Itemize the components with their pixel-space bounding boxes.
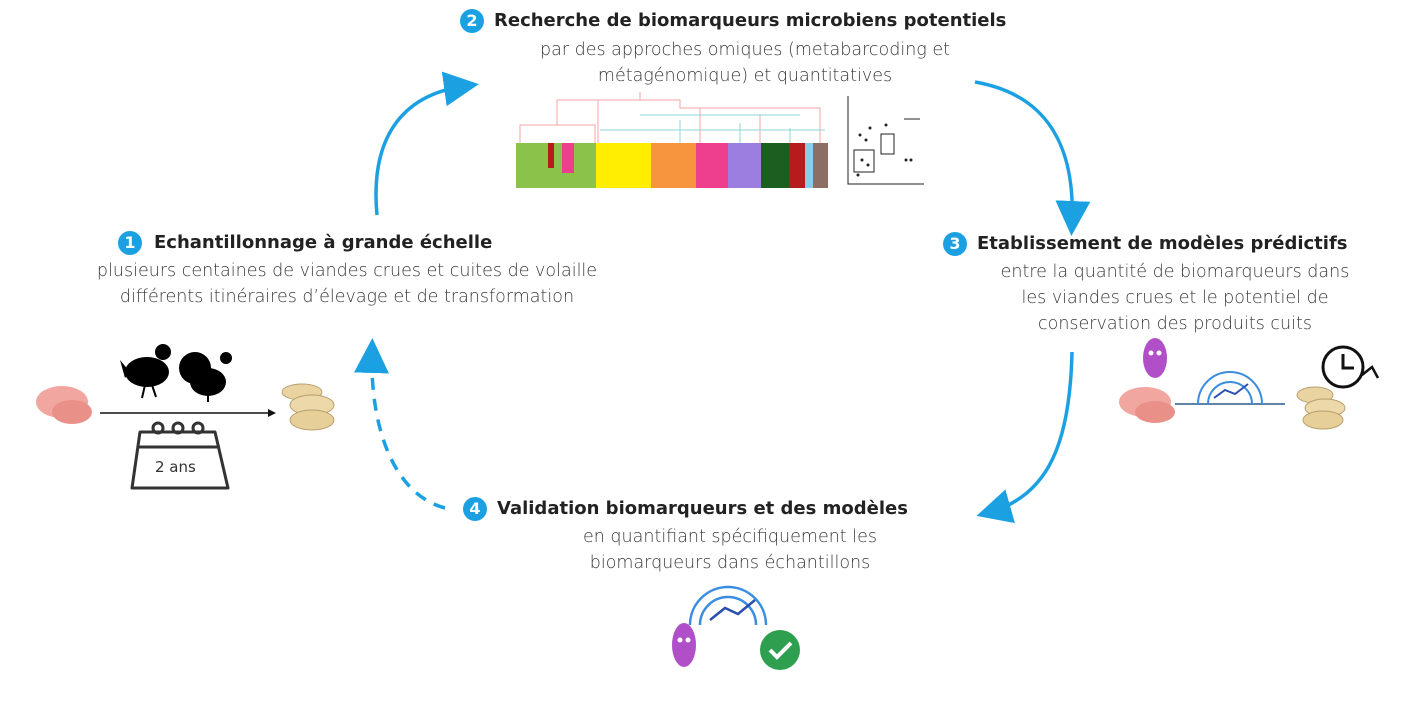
calendar-label: 2 ans (155, 458, 196, 476)
step-1-description: plusieurs centaines de viandes crues et … (22, 258, 672, 310)
arrow-4-to-1-dashed (353, 338, 446, 510)
step-3-title: Etablissement de modèles prédictifs (977, 233, 1348, 254)
cooked-meat-icon-2 (1296, 386, 1346, 430)
arrow-2-to-3 (974, 80, 1091, 236)
step-4-description: en quantifiant spécifiquement les biomar… (530, 524, 930, 576)
timeline-arrowhead (268, 409, 276, 417)
step-1-title: Echantillonnage à grande échelle (154, 232, 493, 253)
turkey-icon (179, 352, 232, 402)
step-3-description: entre la quantité de biomarqueurs dans l… (950, 259, 1400, 337)
calendar-icon (130, 421, 230, 490)
step-1-badge: 1 (118, 231, 142, 255)
bacteria-icon (1143, 338, 1167, 378)
chicken-icon (120, 344, 171, 399)
model-chart-icon-2 (688, 585, 768, 626)
step-2-line: par des approches omiques (metabarcoding… (540, 40, 950, 60)
boxplot (847, 96, 924, 185)
cooked-meat-icon (281, 383, 335, 431)
step-1-line: plusieurs centaines de viandes crues et … (96, 261, 598, 281)
step-3-line: conservation des produits cuits (1037, 314, 1312, 334)
dendrogram-structure-plot (516, 92, 828, 188)
raw-meat-icon-2 (1119, 387, 1175, 423)
step-4-title: Validation biomarqueurs et des modèles (497, 498, 908, 519)
step-4-line: biomarqueurs dans échantillons (589, 553, 871, 573)
step-3-badge: 3 (943, 232, 967, 256)
arrow-1-to-2 (374, 71, 479, 216)
clock-icon (1321, 345, 1380, 389)
step-2-line: métagénomique) et quantitatives (597, 66, 893, 86)
step-3-line: entre la quantité de biomarqueurs dans (1000, 262, 1350, 282)
step-4-line: en quantifiant spécifiquement les (583, 527, 877, 547)
step-2-title: Recherche de biomarqueurs microbiens pot… (494, 10, 1007, 31)
check-icon (760, 630, 800, 670)
arrow-3-to-4 (976, 351, 1074, 524)
step-3-line: les viandes crues et le potentiel de (1021, 288, 1329, 308)
step-1-line: différents itinéraires d’élevage et de t… (119, 287, 575, 307)
step-4-badge: 4 (463, 497, 487, 521)
model-chart-icon (1197, 371, 1263, 405)
step-2-badge: 2 (460, 9, 484, 33)
bacteria-icon-2 (672, 623, 696, 667)
step-2-description: par des approches omiques (metabarcoding… (495, 37, 995, 89)
raw-meat-icon (36, 386, 92, 424)
